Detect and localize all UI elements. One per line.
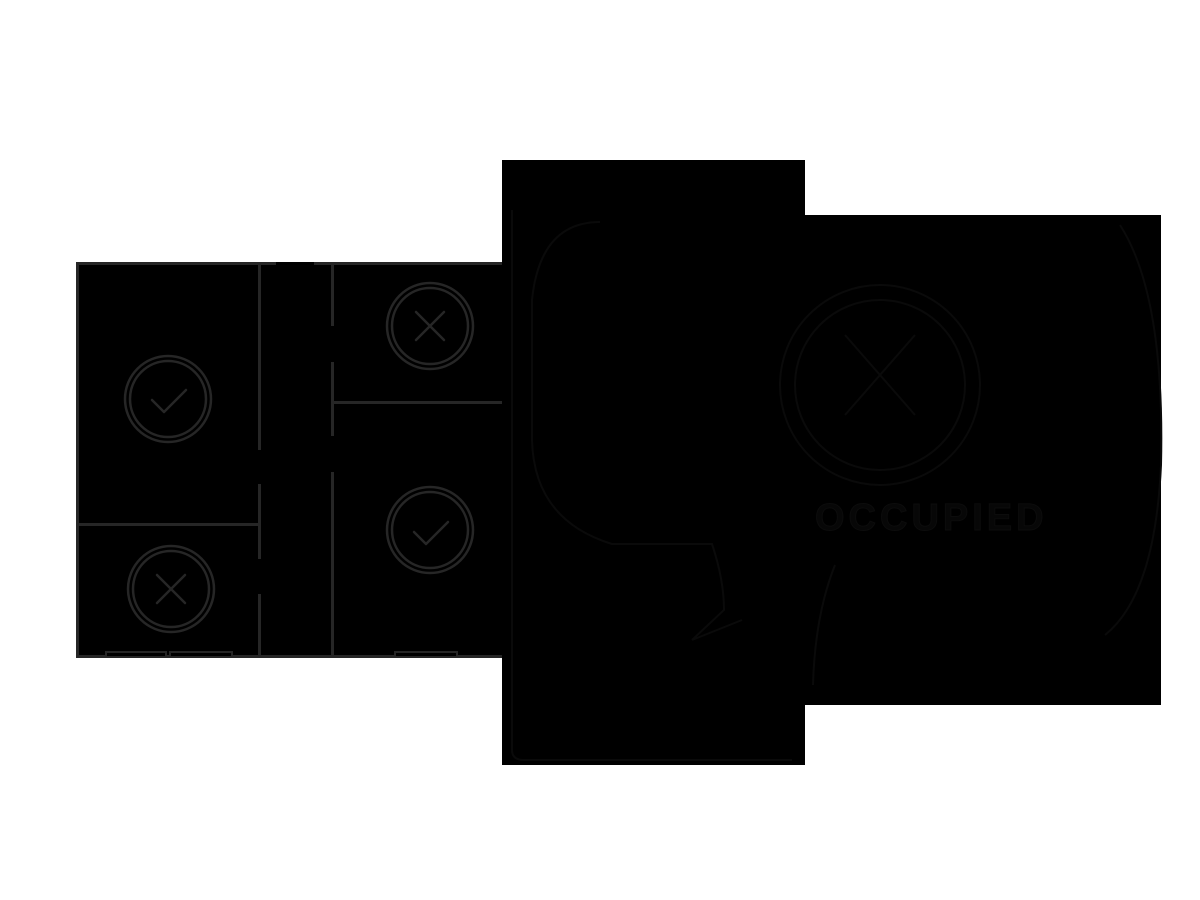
wall-corridor-left-lower (258, 594, 261, 658)
wall-top-left (76, 262, 276, 265)
x-circle-icon (779, 284, 981, 486)
window-1 (105, 651, 167, 658)
floor-plan (76, 262, 504, 658)
room-status-icons (123, 281, 475, 634)
wall-bottom (76, 655, 504, 658)
wall-right-divider (332, 401, 504, 404)
wall-top-right (314, 262, 504, 265)
check-circle-icon (123, 354, 213, 444)
wall-corridor-right-lower (331, 472, 334, 658)
phone-outline-icon (511, 210, 792, 761)
occupied-badge: OCCUPIED (779, 215, 1163, 705)
window-2 (169, 651, 233, 658)
wall-corridor-right-middle (331, 362, 334, 436)
phone-illustration (502, 160, 805, 765)
wall-left-divider (76, 523, 260, 526)
x-circle-icon (385, 281, 475, 371)
window-3 (394, 651, 458, 658)
wall-corridor-right-upper (331, 262, 334, 326)
x-circle-icon (126, 544, 216, 634)
badge-label: OCCUPIED (815, 497, 1048, 540)
check-circle-icon (385, 485, 475, 575)
wall-left (76, 262, 79, 658)
wall-corridor-left-middle (258, 484, 261, 559)
badge-graphics (779, 224, 1163, 686)
wall-corridor-left-upper (258, 262, 261, 450)
